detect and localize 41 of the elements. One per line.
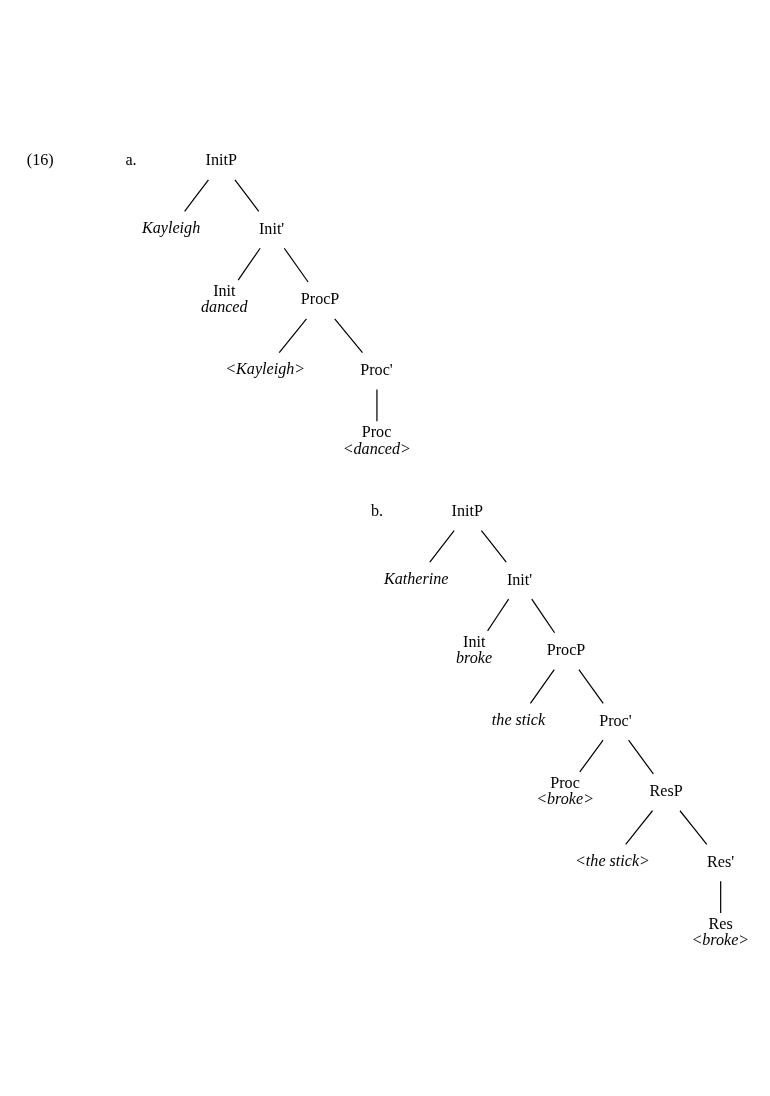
node-text: Kayleigh <box>141 218 200 236</box>
node-text: Proc <broke> <box>535 773 594 807</box>
connector <box>428 529 455 563</box>
node-text: Katherine <box>383 569 448 587</box>
connector <box>530 597 555 633</box>
node-text: ProcP <box>300 289 339 307</box>
node-text: the stick <box>491 710 545 728</box>
connector <box>237 247 261 281</box>
label: b. <box>370 501 383 519</box>
node-text: ResP <box>649 781 683 799</box>
node-text: Res' <box>706 852 734 870</box>
connector <box>627 739 654 774</box>
connector <box>480 529 507 563</box>
node-text: <Kayleigh> <box>224 359 305 377</box>
connector <box>333 317 363 353</box>
node-text: InitP <box>451 501 483 519</box>
node-text: Proc' <box>598 711 632 729</box>
connector <box>183 178 209 212</box>
node-text: ProcP <box>546 640 585 658</box>
node-text: Init broke <box>455 632 492 666</box>
connector <box>375 388 378 422</box>
node-text: Init' <box>506 570 532 588</box>
connector <box>678 809 707 845</box>
connector <box>486 597 509 631</box>
node-text: Init danced <box>200 281 248 315</box>
connector <box>278 317 307 353</box>
node-text: Proc <danced> <box>342 422 411 457</box>
node-text: InitP <box>205 150 237 168</box>
node-text: Init' <box>258 219 284 237</box>
connector <box>577 668 604 704</box>
label: (16) <box>26 150 54 168</box>
connector <box>529 668 555 704</box>
connector <box>719 880 721 914</box>
label: a. <box>124 150 137 168</box>
connector <box>624 809 653 845</box>
node-text: Proc' <box>359 360 393 378</box>
connector <box>233 178 259 212</box>
node-text: Res <broke> <box>690 914 749 948</box>
connector <box>283 247 309 283</box>
node-text: <the stick> <box>574 851 650 869</box>
connector <box>578 739 604 773</box>
